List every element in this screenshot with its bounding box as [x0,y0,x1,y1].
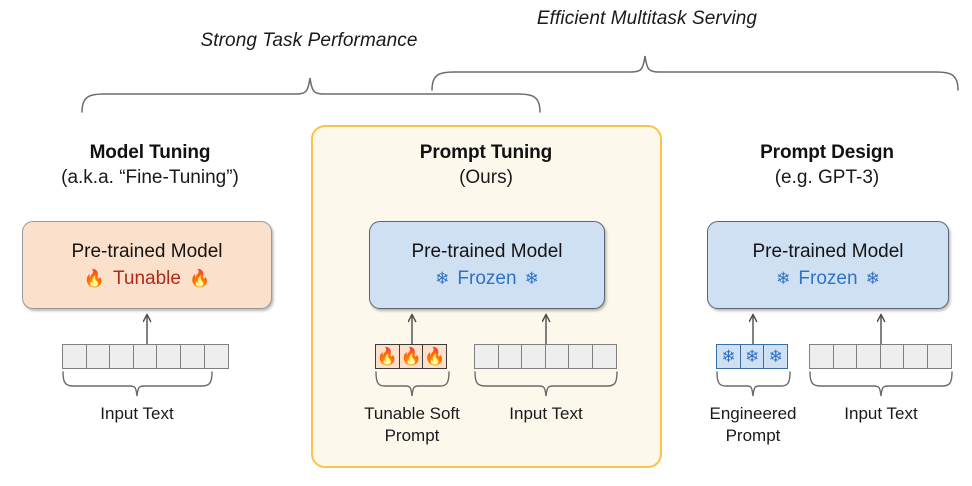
token-cell-fire: 🔥 [422,344,448,369]
model-box-state-model-tuning: 🔥 Tunable 🔥 [84,265,210,292]
fire-icon: 🔥 [376,347,399,366]
token-cell [62,344,87,369]
brace-efficient-multitask-serving [431,55,959,91]
column-title-model-tuning: Model Tuning (a.k.a. “Fine-Tuning”) [5,140,295,191]
snowflake-icon: ❄ [776,269,791,288]
snowflake-icon: ❄ [721,347,736,366]
column-subtitle-model-tuning: (a.k.a. “Fine-Tuning”) [61,167,239,188]
token-cell [85,344,111,369]
column-title-main-model-tuning: Model Tuning [89,142,211,163]
token-cell [544,344,570,369]
leaf-label-prompt-tuning-soft-prompt: Tunable Soft Prompt [364,404,460,445]
token-cell [592,344,618,369]
fire-icon: 🔥 [424,347,446,366]
token-cell [521,344,547,369]
model-box-prompt-design: Pre-trained Model ❄ Frozen ❄ [707,221,949,309]
snowflake-icon: ❄ [744,347,760,366]
token-strip-prompt-tuning-soft-prompt: 🔥 🔥 🔥 [375,344,448,369]
token-cell [497,344,523,369]
brace-prompt-design-input [809,371,953,397]
token-strip-model-tuning-input [62,344,229,369]
model-box-state-prompt-tuning: ❄ Frozen ❄ [435,265,539,292]
token-cell [832,344,858,369]
token-cell [903,344,929,369]
snowflake-icon: ❄ [768,347,783,366]
model-box-state-prompt-design: ❄ Frozen ❄ [776,265,880,292]
fire-icon: 🔥 [188,269,211,288]
model-box-state-label-prompt-design: Frozen [798,268,858,289]
token-cell-snow: ❄ [763,344,789,369]
snowflake-icon: ❄ [435,269,450,288]
model-box-state-label-prompt-tuning: Frozen [457,268,517,289]
column-subtitle-prompt-design: (e.g. GPT-3) [774,167,880,188]
token-cell [474,344,499,369]
model-box-state-label-model-tuning: Tunable [113,268,181,289]
column-title-main-prompt-tuning: Prompt Tuning [419,142,553,163]
token-cell [203,344,229,369]
token-strip-prompt-design-engineered-prompt: ❄ ❄ ❄ [716,344,789,369]
token-cell [109,344,135,369]
column-title-prompt-tuning: Prompt Tuning (Ours) [341,140,631,191]
model-box-title-prompt-design: Pre-trained Model [752,241,904,262]
column-subtitle-prompt-tuning: (Ours) [459,167,513,188]
token-cell [180,344,206,369]
brace-strong-task-performance [81,77,541,113]
token-cell [856,344,882,369]
token-cell [156,344,182,369]
leaf-label-prompt-design-engineered-prompt: Engineered Prompt [709,404,797,445]
leaf-label-prompt-design-input: Input Text [844,404,918,423]
token-cell-snow: ❄ [716,344,741,369]
brace-model-tuning-input [62,371,213,397]
token-cell [927,344,953,369]
token-cell [879,344,905,369]
model-box-prompt-tuning: Pre-trained Model ❄ Frozen ❄ [369,221,605,309]
brace-prompt-design-engineered-prompt [716,371,791,397]
model-box-model-tuning: Pre-trained Model 🔥 Tunable 🔥 [22,221,272,309]
model-box-title-model-tuning: Pre-trained Model [71,241,223,262]
token-cell-snow: ❄ [739,344,765,369]
token-strip-prompt-tuning-input [474,344,618,369]
token-cell [568,344,594,369]
column-title-main-prompt-design: Prompt Design [760,142,894,163]
snowflake-icon: ❄ [524,269,539,288]
snowflake-icon: ❄ [865,269,880,288]
leaf-label-prompt-tuning-input: Input Text [509,404,583,423]
column-title-prompt-design: Prompt Design (e.g. GPT-3) [682,140,972,191]
leaf-label-model-tuning-input: Input Text [100,404,174,423]
bracket-label-strong-task-performance: Strong Task Performance [200,30,418,51]
fire-icon: 🔥 [400,347,422,366]
model-box-title-prompt-tuning: Pre-trained Model [411,241,563,262]
token-cell [809,344,834,369]
token-strip-prompt-design-input [809,344,953,369]
bracket-label-efficient-multitask-serving: Efficient Multitask Serving [536,8,758,29]
token-cell [132,344,158,369]
token-cell-fire: 🔥 [375,344,400,369]
fire-icon: 🔥 [83,269,106,288]
token-cell-fire: 🔥 [398,344,424,369]
